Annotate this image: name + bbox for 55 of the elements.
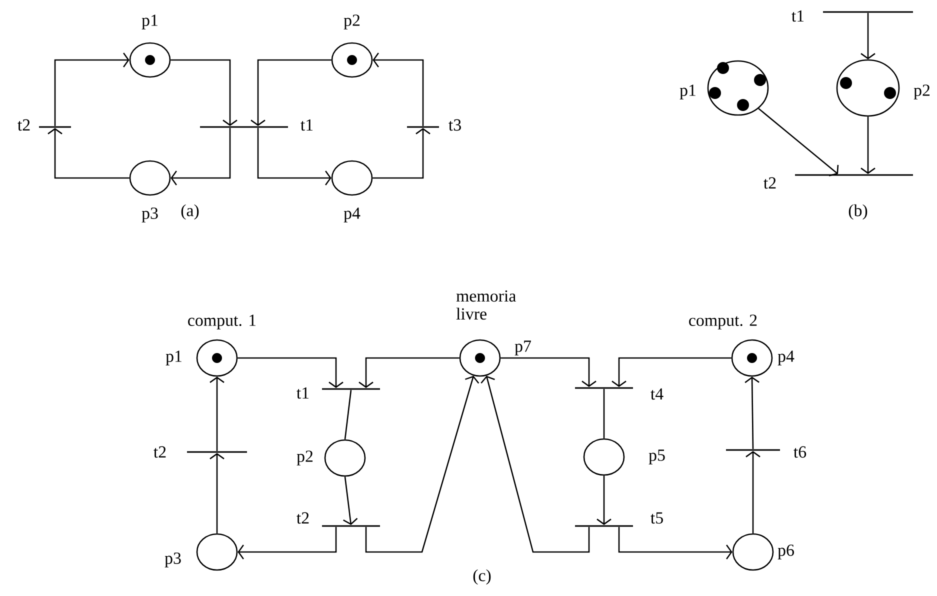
arc-arrow <box>358 357 460 388</box>
arc-arrow <box>500 357 596 387</box>
place-label: p3 <box>164 552 181 568</box>
transition-label: t5 <box>650 512 663 524</box>
arc-arrow <box>210 453 224 534</box>
arc-arrow <box>612 357 732 387</box>
transition-label: t3 <box>448 119 461 131</box>
place-label: p2 <box>296 450 313 466</box>
arc-arrow <box>210 376 224 451</box>
arc-arrow <box>257 128 332 186</box>
arc-arrow <box>238 527 337 560</box>
arc-arrow <box>343 476 358 525</box>
subfigure-caption: (b) <box>848 204 868 220</box>
transition-label: t2 <box>764 177 776 189</box>
place-label: p2 <box>344 14 360 30</box>
arc-arrow <box>170 59 238 126</box>
arc-arrow <box>238 357 344 388</box>
arc-arrow <box>744 376 760 449</box>
arc-arrow <box>860 13 876 60</box>
transition-label: t6 <box>794 446 806 458</box>
subfigure-caption: (a) <box>181 204 199 220</box>
place-label: p1 <box>142 14 158 30</box>
arc-arrow <box>170 128 231 186</box>
transition-label: t2 <box>296 512 309 524</box>
place-label: p5 <box>648 450 665 464</box>
place-label: memoria livre <box>456 290 516 320</box>
place-label: p3 <box>142 208 158 222</box>
arc-arrow <box>365 376 480 553</box>
transition-label: t1 <box>792 10 804 22</box>
place-label: p2 <box>914 84 930 100</box>
arc-arrow <box>372 52 424 126</box>
place-label: p6 <box>778 544 794 560</box>
transition-label: t2 <box>154 446 166 458</box>
place-label: p1 <box>166 350 182 366</box>
arc-arrow <box>746 451 760 534</box>
arc-arrow <box>372 128 430 179</box>
place-label: p4 <box>778 350 794 366</box>
place-label: comput. 2 <box>689 314 757 330</box>
arc-arrow <box>860 116 876 174</box>
transition-label: t1 <box>296 387 309 399</box>
place-label: comput. 1 <box>188 314 256 330</box>
arc-arrow <box>48 128 130 179</box>
place-label: p4 <box>344 208 360 222</box>
transition-label: t2 <box>18 119 30 131</box>
arc-arrow <box>250 59 332 126</box>
arc-arrow <box>480 376 590 553</box>
place-label: p7 <box>514 340 531 356</box>
arc-arrow <box>758 108 839 176</box>
arc-arrow <box>54 52 130 126</box>
transition-label: t4 <box>650 388 664 400</box>
arc-arrow <box>618 527 732 560</box>
subfigure-caption: (c) <box>473 569 491 585</box>
arc-arrow <box>596 476 612 525</box>
place-label: p1 <box>680 84 696 100</box>
transition-label: t1 <box>300 119 313 131</box>
